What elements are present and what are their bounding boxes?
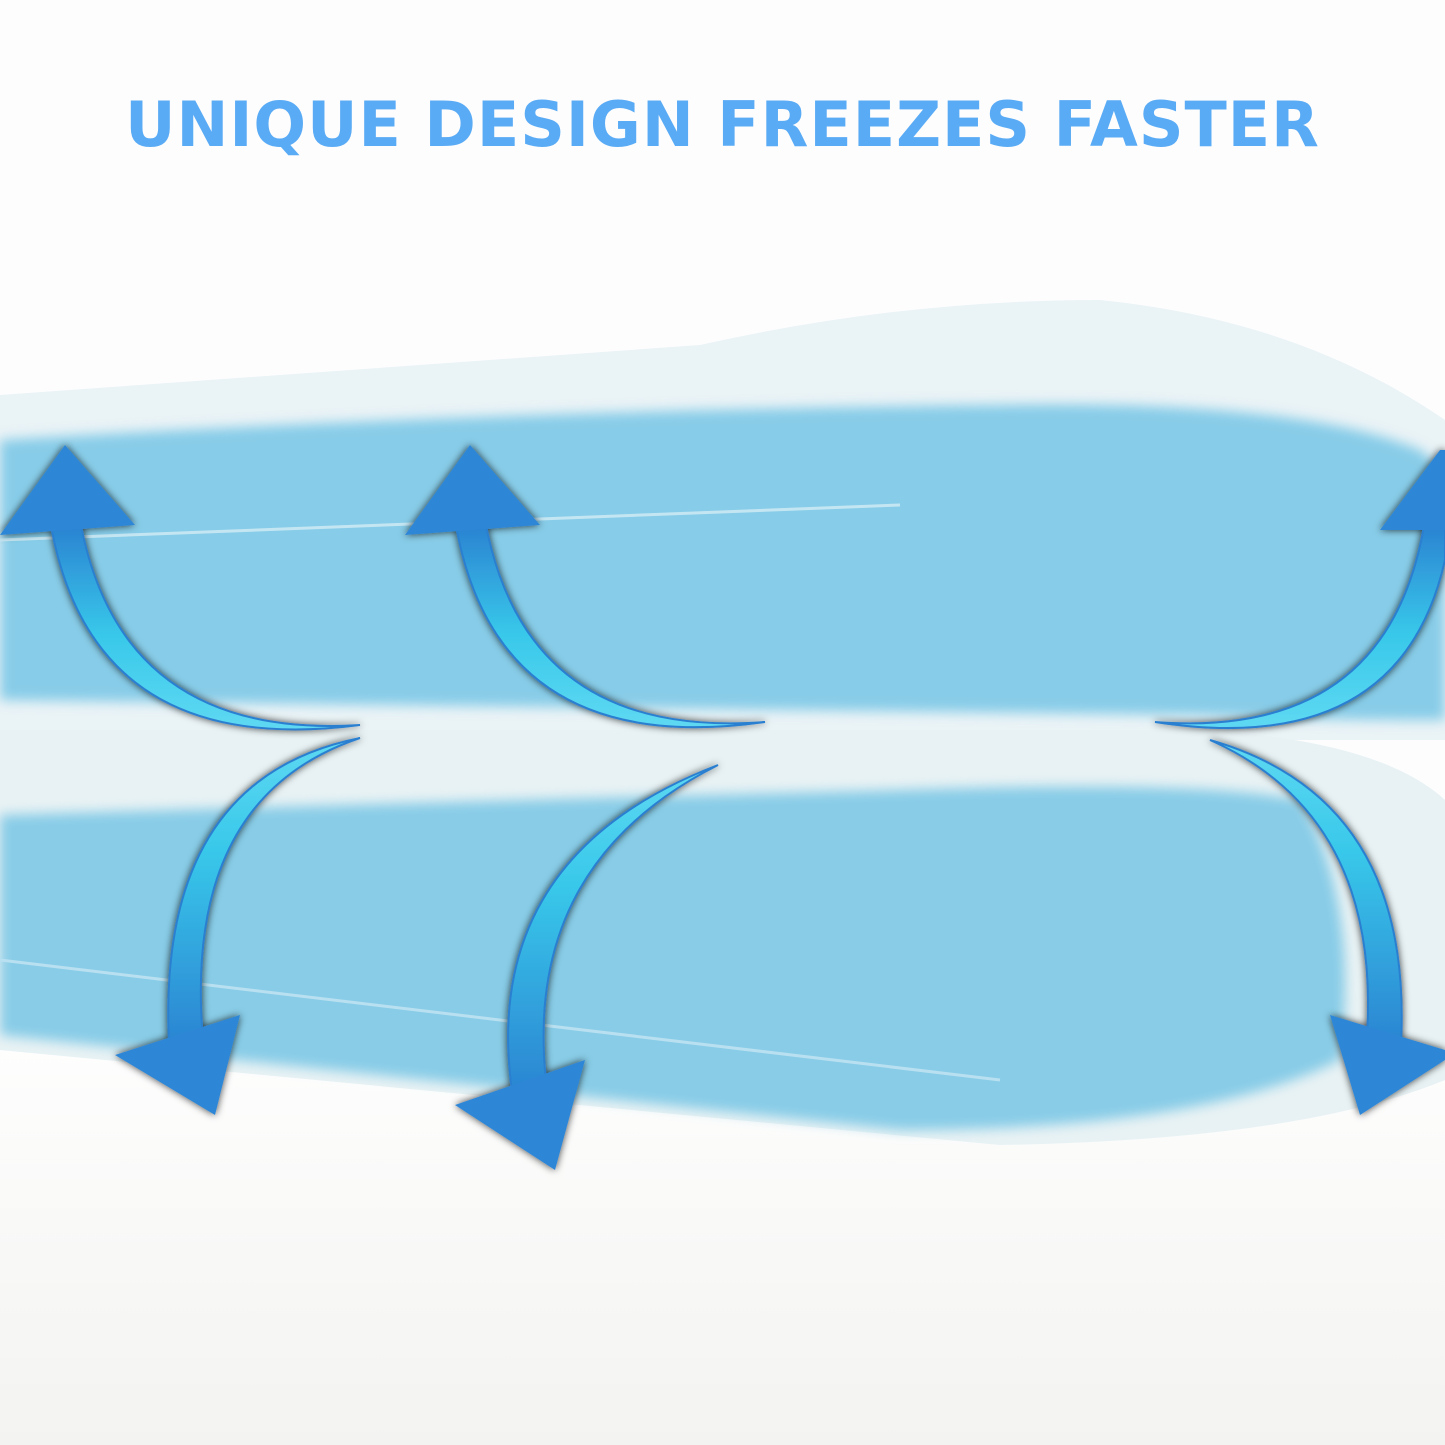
arrow-down-left-1-icon — [115, 737, 361, 1115]
arrow-down-right-icon — [1209, 739, 1445, 1115]
lower-ice-pack — [0, 730, 1445, 1145]
arrow-up-left-2-icon — [405, 445, 766, 729]
arrow-up-right-icon — [1154, 450, 1445, 729]
headline: UNIQUE DESIGN FREEZES FASTER — [125, 88, 1320, 161]
upper-ice-pack — [0, 300, 1445, 740]
arrow-down-left-2-icon — [455, 764, 719, 1170]
arrow-up-left-1-icon — [0, 445, 361, 731]
